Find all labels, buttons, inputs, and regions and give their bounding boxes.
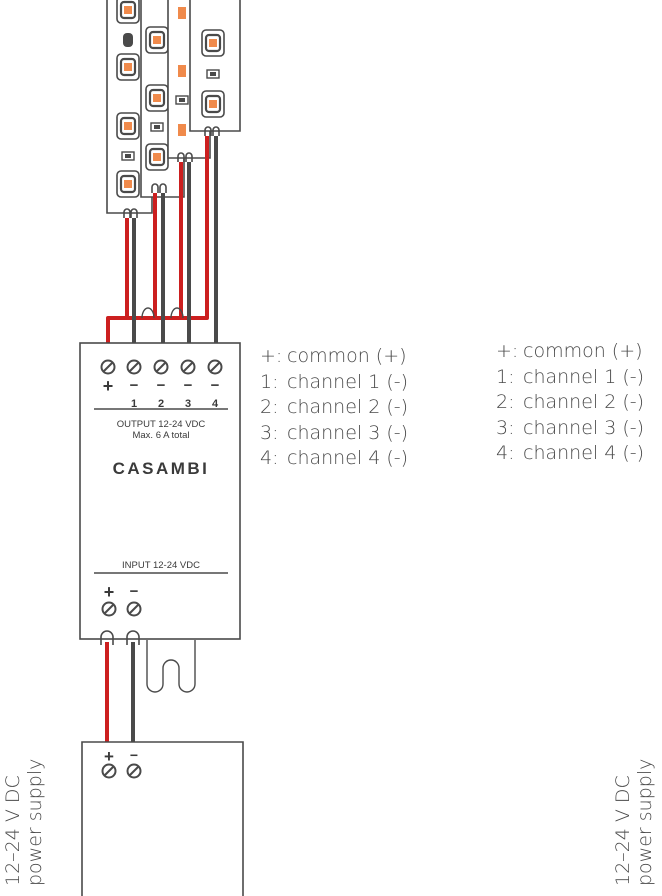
power-supply-label: 12–24 V DC power supply [2,758,46,886]
legend-row: 2:channel 2 (-) [260,396,409,418]
brand-logo: CASAMBI [113,459,210,478]
input-label: INPUT 12-24 VDC [122,560,200,571]
output-polarity-plus: + [103,376,114,396]
output-polarity-1: − [130,377,139,394]
output-number-1: 1 [131,398,137,410]
power-supply: + − [81,741,244,896]
legend-row: 2:channel 2 (-) [496,391,645,413]
legend-row: 4:channel 4 (-) [260,447,409,469]
power-supply-label-right: 12–24 V DC power supply [612,758,656,886]
input-polarity-plus: + [104,582,115,602]
legend-row: +:common (+) [260,345,407,367]
psu-terminal-plus[interactable] [101,763,117,779]
led-strip-4 [189,0,241,136]
channel-legend-right: +:common (+) 1:channel 1 (-) 2:channel 2… [496,339,644,467]
output-wires [106,136,218,344]
output-number-3: 3 [185,398,191,410]
input-terminal-minus[interactable] [126,601,142,617]
output-terminal-plus[interactable] [100,359,116,375]
legend-row: 1:channel 1 (-) [260,370,409,393]
output-terminal-3[interactable] [180,359,196,375]
controller-box: + − − − − 1 2 3 4 OUTPUT 12-24 VDC Max. … [79,342,241,640]
legend-row: 4:channel 4 (-) [496,442,645,464]
output-terminal-4[interactable] [207,359,223,375]
psu-terminal-minus[interactable] [126,763,142,779]
output-terminal-2[interactable] [153,359,169,375]
output-label: OUTPUT 12-24 VDC [117,419,206,430]
output-polarity-4: − [211,377,220,394]
output-polarity-3: − [184,377,193,394]
psu-polarity-minus: − [130,747,138,763]
output-terminal-1[interactable] [126,359,142,375]
output-polarity-2: − [157,377,166,394]
legend-row: 1:channel 1 (-) [496,365,645,388]
psu-polarity-plus: + [104,747,114,766]
led-strips [106,0,241,218]
channel-legend: +:common (+) 1:channel 1 (-) 2:channel 2… [260,344,408,472]
output-number-2: 2 [158,398,164,410]
input-terminal-plus[interactable] [101,601,117,617]
output-max-current: Max. 6 A total [132,430,189,441]
output-number-4: 4 [212,398,219,410]
input-polarity-minus: − [130,583,139,600]
input-wires [100,630,196,760]
legend-row: +:common (+) [496,340,643,362]
legend-row: 3:channel 3 (-) [260,421,409,444]
legend-row: 3:channel 3 (-) [496,416,645,439]
